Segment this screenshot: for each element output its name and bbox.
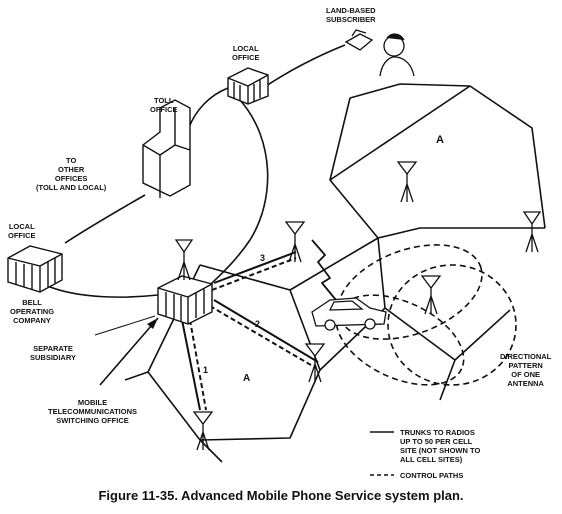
cell-boundary-mid <box>329 85 471 181</box>
directional-pattern-2 <box>387 264 517 386</box>
cell-boundary-far-left <box>124 371 149 381</box>
building-local-office-top <box>227 67 269 105</box>
legend-line: TRUNKS TO RADIOS <box>400 428 475 437</box>
antenna-site-3 <box>284 221 306 263</box>
label-local-office-left: LOCAL OFFICE <box>8 222 36 240</box>
label-line: SEPARATE <box>33 344 73 353</box>
line-localleft-to-mtso <box>44 284 159 298</box>
path-label-2: 2 <box>255 319 261 329</box>
cell-boundary-left <box>199 264 321 441</box>
pointer-arrow-mtso <box>99 317 159 386</box>
directional-pattern-3 <box>335 294 465 386</box>
label-line: ANTENNA <box>507 379 544 388</box>
label-mtso: MOBILE TELECOMMUNICATIONS SWITCHING OFFI… <box>48 398 137 425</box>
directional-pattern-1 <box>337 244 483 340</box>
trunk-3 <box>213 251 297 284</box>
control-path-3 <box>211 257 297 291</box>
label-line: TOLL <box>154 96 174 105</box>
car-icon <box>311 297 387 331</box>
subscriber-icon <box>344 29 415 77</box>
legend-line: ALL CELL SITES) <box>400 455 463 464</box>
label-line: DIRECTIONAL <box>500 352 552 361</box>
label-land-subscriber: LAND-BASED SUBSCRIBER <box>326 6 376 24</box>
label-line: OFFICE <box>8 231 36 240</box>
label-line: OFFICES <box>54 174 88 183</box>
control-path-1 <box>189 319 207 411</box>
cell-boundary-center <box>377 227 545 239</box>
antenna-mtso-top <box>174 239 194 281</box>
label-line: COMPANY <box>13 316 51 325</box>
label-line: OFFICE <box>232 53 260 62</box>
label-line: OF ONE <box>511 370 540 379</box>
label-directional-pattern: DIRECTIONAL PATTERN OF ONE ANTENNA <box>500 352 551 388</box>
label-line: SWITCHING OFFICE <box>56 416 129 425</box>
building-local-office-left <box>7 245 63 293</box>
antenna-site-1 <box>192 411 214 451</box>
label-separate-subsidiary: SEPARATE SUBSIDIARY <box>30 344 76 362</box>
cell-label-a-top: A <box>436 134 444 146</box>
legend-line: SITE (NOT SHOWN TO <box>400 446 481 455</box>
cell-boundary-right <box>454 309 511 361</box>
path-label-3: 3 <box>260 253 266 263</box>
arrowhead <box>147 318 158 329</box>
legend-line: UP TO 50 PER CELL <box>400 437 473 446</box>
arrow-separate-subsidiary <box>94 315 156 336</box>
legend-trunks-text: TRUNKS TO RADIOS UP TO 50 PER CELL SITE … <box>400 428 480 464</box>
label-line: PATTERN <box>508 361 543 370</box>
radio-link-icon <box>311 239 337 301</box>
line-local-to-mtso <box>209 99 269 286</box>
cell-boundary-center2 <box>289 237 386 371</box>
control-path-2 <box>209 305 317 369</box>
antenna-site-right <box>522 211 542 253</box>
label-line: OFFICE <box>150 105 178 114</box>
label-line: OTHER <box>58 165 85 174</box>
label-line: LOCAL <box>8 222 35 231</box>
label-line: TO <box>66 156 77 165</box>
cell-label-a-bottom: A <box>243 373 251 384</box>
path-label-1: 1 <box>203 365 209 375</box>
figure-caption: Figure 11-35. Advanced Mobile Phone Serv… <box>98 488 464 503</box>
label-line: SUBSCRIBER <box>326 15 376 24</box>
antenna-site-center <box>420 275 442 315</box>
trunk-1 <box>181 319 201 411</box>
label-local-office-top: LOCAL OFFICE <box>232 44 260 62</box>
label-line: LOCAL <box>232 44 259 53</box>
building-mtso <box>157 275 213 325</box>
building-toll-office <box>142 99 191 198</box>
legend-control-text: CONTROL PATHS <box>400 471 464 480</box>
label-line: LAND-BASED <box>326 6 376 15</box>
label-line: SUBSIDIARY <box>30 353 76 362</box>
label-line: (TOLL AND LOCAL) <box>36 183 107 192</box>
antenna-site-top <box>396 161 418 203</box>
trunk-2 <box>213 299 319 363</box>
label-line: BELL <box>22 298 42 307</box>
label-bell-company: BELL OPERATING COMPANY <box>10 298 54 325</box>
label-line: TELECOMMUNICATIONS <box>48 407 138 416</box>
line-toll-to-localleft <box>64 194 146 244</box>
label-toll-office: TOLL OFFICE <box>150 96 178 114</box>
label-line: MOBILE <box>77 398 108 407</box>
label-line: OPERATING <box>10 307 55 316</box>
antenna-site-2 <box>304 343 326 383</box>
line-subscriber-to-local <box>262 44 346 89</box>
label-to-other-offices: TO OTHER OFFICES (TOLL AND LOCAL) <box>36 156 106 192</box>
